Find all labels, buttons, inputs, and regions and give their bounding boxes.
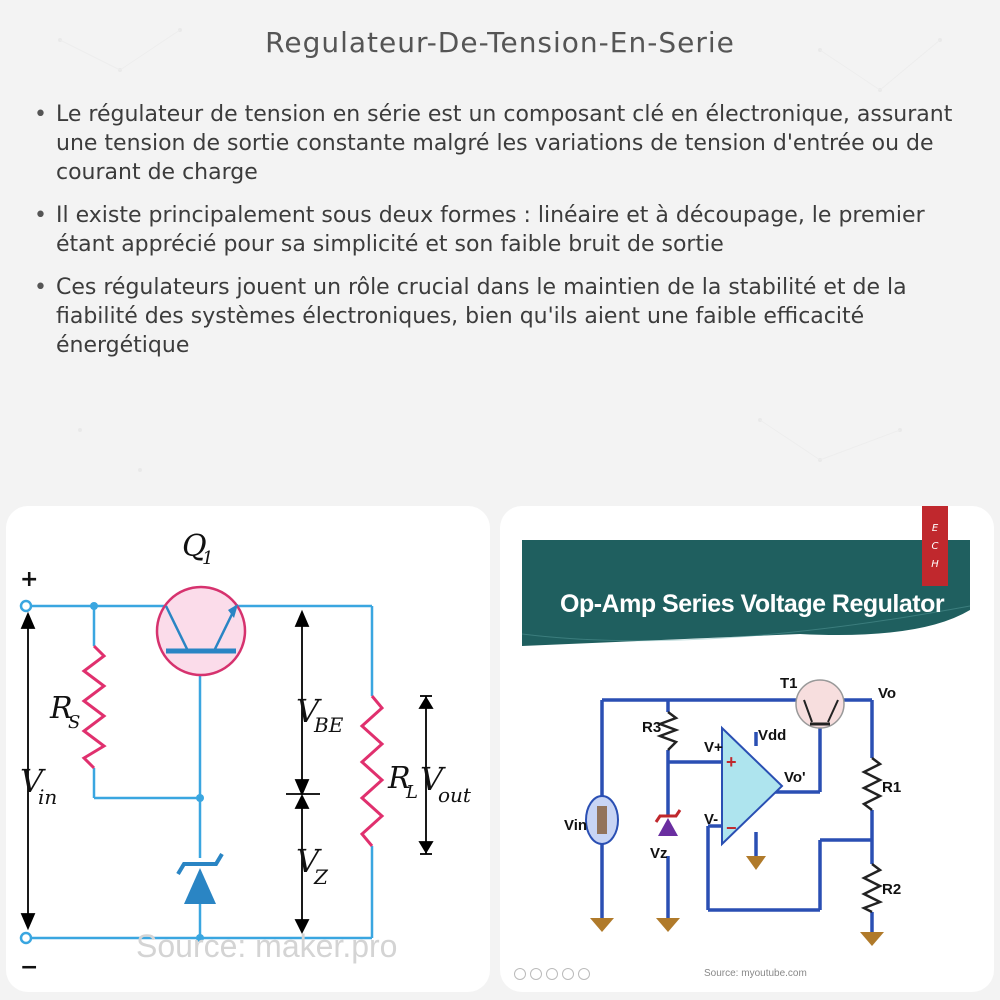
- label-vz-sub: Z: [313, 865, 329, 889]
- ech-badge-letter: E: [931, 523, 939, 534]
- label-q1: Q: [182, 529, 207, 564]
- label-vo-prime: Vo': [784, 769, 806, 786]
- bullet-item: Ces régulateurs jouent un rôle crucial d…: [30, 273, 980, 360]
- label-vin: V: [20, 762, 46, 800]
- voltage-source-vin: [585, 795, 619, 845]
- label-minus: −: [20, 955, 38, 980]
- bullet-item: Il existe principalement sous deux forme…: [30, 201, 980, 259]
- label-vbe: V: [296, 692, 322, 730]
- label-t1: T1: [780, 675, 798, 692]
- social-icon: [514, 968, 526, 980]
- social-icon: [562, 968, 574, 980]
- circuit-image-left: Q 1 R S V in V BE V Z R L V out + − Sour…: [6, 506, 490, 992]
- label-vout: V: [420, 760, 446, 798]
- label-vo: Vo: [878, 685, 896, 702]
- page-title: Regulateur-De-Tension-En-Serie: [265, 26, 735, 59]
- label-vz: Vz: [650, 845, 668, 862]
- label-r1: R1: [882, 779, 901, 796]
- background-pattern: [0, 0, 1000, 500]
- label-vplus: V+: [704, 739, 723, 756]
- ech-badge-letter: H: [931, 559, 939, 570]
- ground-symbols: [590, 856, 884, 946]
- label-rs-sub: S: [68, 712, 80, 733]
- label-vz: V: [296, 842, 322, 880]
- circuit-image-right: T1 Vo R3 Vdd V+ Vo' R1 Vin V- Vz R2 + − …: [500, 506, 994, 992]
- bullet-item: Le régulateur de tension en série est un…: [30, 100, 980, 187]
- label-rl: R: [387, 761, 411, 796]
- social-icon: [546, 968, 558, 980]
- label-vin: Vin: [564, 817, 587, 834]
- opamp: [721, 725, 784, 847]
- series-regulator-schematic: Q 1 R S V in V BE V Z R L V out + −: [19, 529, 472, 980]
- label-vbe-sub: BE: [313, 713, 344, 737]
- zener-diode: [176, 852, 224, 904]
- resistor-rs: [81, 644, 107, 770]
- social-icon: [578, 968, 590, 980]
- banner-title: Op-Amp Series Voltage Regulator: [560, 590, 945, 618]
- social-icons: [514, 968, 590, 980]
- social-icon: [530, 968, 542, 980]
- resistor-rl: [359, 695, 385, 847]
- resistor-r3: [656, 711, 680, 751]
- label-vminus: V-: [704, 811, 718, 828]
- label-opamp-plus: +: [726, 752, 737, 772]
- label-q1-sub: 1: [202, 548, 213, 569]
- source-caption-right: Source: myoutube.com: [704, 968, 807, 979]
- label-opamp-minus: −: [726, 818, 737, 838]
- bullet-list: Le régulateur de tension en série est un…: [30, 100, 980, 374]
- zener-diode-vz: [654, 809, 682, 836]
- label-vin-sub: in: [38, 785, 57, 809]
- label-vout-sub: out: [438, 783, 472, 807]
- resistor-r1: [861, 757, 883, 811]
- transistor-q1: [155, 585, 247, 677]
- ech-badge: E C H: [922, 506, 948, 586]
- title-banner: [522, 540, 970, 646]
- label-rl-sub: L: [405, 782, 418, 803]
- label-vdd: Vdd: [758, 727, 786, 744]
- transistor-t1: [795, 679, 845, 729]
- label-plus: +: [20, 567, 38, 592]
- opamp-regulator-schematic: T1 Vo R3 Vdd V+ Vo' R1 Vin V- Vz R2 + −: [521, 540, 971, 946]
- ech-badge-letter: C: [931, 541, 939, 552]
- resistor-r2: [860, 863, 884, 914]
- label-r2: R2: [882, 881, 901, 898]
- source-caption-left: Source: maker.pro: [136, 928, 398, 964]
- label-r3: R3: [642, 719, 661, 736]
- label-rs: R: [49, 691, 73, 726]
